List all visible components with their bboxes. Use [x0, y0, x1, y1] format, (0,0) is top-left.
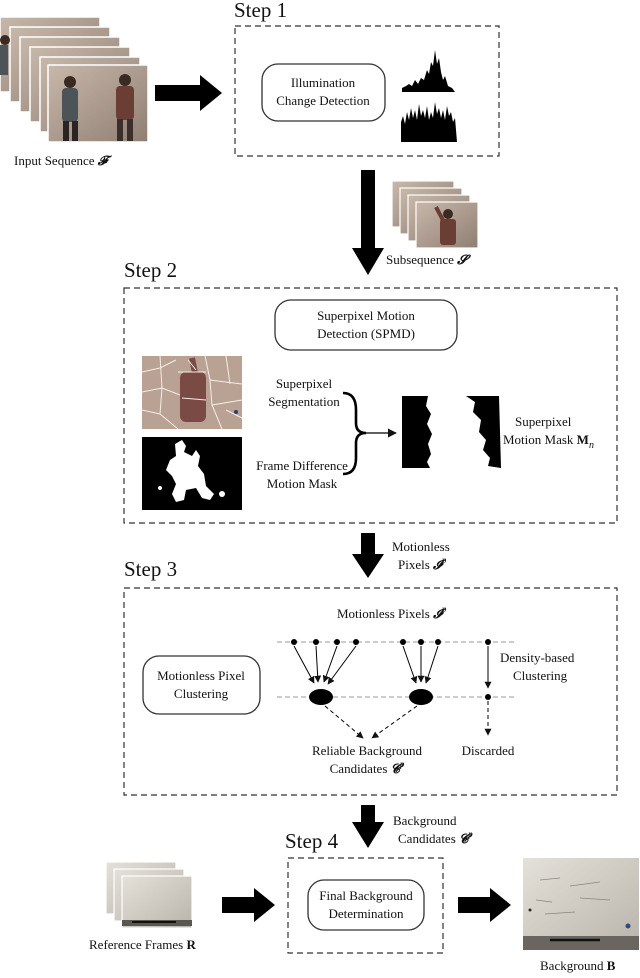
illumination-change-box — [261, 63, 386, 122]
subsequence-label: Subsequence 𝓢 — [386, 252, 471, 267]
reliable-line1: Reliable Background — [312, 743, 423, 758]
illumination-line1: Illumination — [291, 75, 356, 90]
arrow-step3-to-step4 — [352, 805, 384, 848]
motionless-clustering-box — [142, 655, 261, 715]
final-background-box — [307, 879, 425, 931]
outcome-arrows — [324, 701, 492, 739]
motion-mask-line1: Superpixel — [515, 414, 572, 429]
input-sequence-label: Input Sequence 𝓕 — [14, 153, 113, 168]
frame-diff-line2: Motion Mask — [267, 476, 338, 491]
subsequence-frames — [391, 180, 479, 249]
superpixel-motion-mask-2 — [466, 396, 501, 468]
background-output-label: Background B — [540, 958, 616, 973]
step1-label: Step 1 — [234, 0, 287, 22]
superpixel-motion-mask-1 — [402, 396, 432, 468]
step2-box — [123, 287, 618, 524]
reference-frames-label: Reference Frames R — [89, 937, 196, 952]
discarded-label: Discarded — [462, 743, 515, 758]
step1-box — [234, 25, 500, 157]
arrow-step4-to-output — [458, 888, 511, 922]
motion-mask-line2: Motion Mask Mn — [503, 432, 594, 451]
arrow-step2-to-step3 — [352, 533, 384, 578]
spmd-line2: Detection (SPMD) — [317, 326, 415, 341]
density-line2: Clustering — [513, 668, 568, 683]
step3-label: Step 3 — [124, 557, 177, 581]
superpixel-seg-line2: Segmentation — [268, 394, 340, 409]
bg-candidates-line1: Background — [393, 813, 457, 828]
histogram-top — [402, 50, 455, 92]
bg-candidates-line2: Candidates 𝓒p — [398, 829, 473, 846]
frame-diff-line1: Frame Difference — [256, 458, 348, 473]
outlier-dot — [485, 694, 491, 700]
motionless-pixels-line2: Pixels 𝓘p — [398, 555, 447, 572]
reference-frames-image — [105, 861, 193, 929]
illumination-line2: Change Detection — [276, 93, 370, 108]
clustering-line1: Motionless Pixel — [157, 668, 245, 683]
step2-label: Step 2 — [124, 258, 177, 282]
background-output-image — [523, 858, 639, 950]
superpixel-seg-line1: Superpixel — [276, 376, 333, 391]
final-bg-line1: Final Background — [319, 888, 413, 903]
histogram-bottom — [401, 102, 457, 142]
cluster-ellipse-1 — [309, 689, 333, 705]
cluster-ellipse-2 — [409, 689, 433, 705]
spmd-line1: Superpixel Motion — [317, 308, 415, 323]
reliable-line2: Candidates 𝓒p — [330, 759, 405, 776]
motionless-pixels-line1: Motionless — [392, 539, 450, 554]
motionless-pixel-dots — [291, 639, 491, 645]
density-line1: Density-based — [500, 650, 575, 665]
arrow-step1-to-step2 — [352, 170, 384, 275]
step3-title: Motionless Pixels 𝓘p — [337, 604, 447, 621]
step4-box — [287, 857, 444, 954]
clustering-line2: Clustering — [174, 686, 229, 701]
final-bg-line2: Determination — [328, 906, 404, 921]
cluster-arrows — [293, 645, 492, 689]
superpixel-segmentation-image — [141, 355, 243, 430]
arrow-reference-to-step4 — [222, 888, 275, 922]
spmd-box — [274, 299, 458, 351]
input-sequence-frames — [0, 16, 149, 143]
frame-difference-mask-image — [142, 437, 242, 510]
step4-label: Step 4 — [285, 829, 339, 853]
arrow-input-to-step1 — [155, 75, 222, 111]
